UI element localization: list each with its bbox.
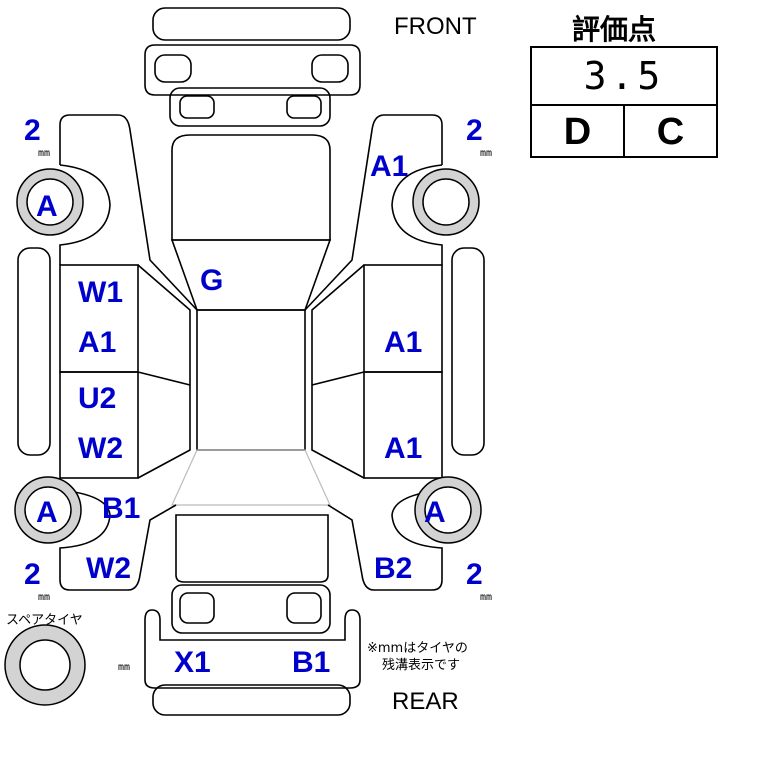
exterior-score: C [656, 110, 685, 153]
front-left-headlight [154, 54, 192, 83]
tire-grade-front-left: A [36, 190, 58, 223]
right-rear-quarter [327, 478, 443, 591]
rear-left-tire [14, 476, 82, 544]
right-pillars [311, 264, 365, 479]
rear-label: REAR [392, 688, 459, 715]
right-front-wheel-arch [391, 164, 443, 265]
front-left-tire [16, 168, 84, 236]
rear-bumper-panel [144, 609, 361, 689]
tire-depth-rear-right: 2 [466, 558, 483, 591]
mm-unit: mm [38, 592, 50, 603]
note-line-1: ※mmはタイヤの [367, 641, 468, 656]
left-sill [17, 247, 51, 456]
front-right-fog [286, 95, 322, 119]
damage-left-rear-quarter-2: W2 [86, 552, 131, 585]
damage-rear-bumper-right: B1 [292, 646, 330, 679]
spare-tire-label: スペアタイヤ [6, 613, 83, 628]
left-front-fender [59, 114, 198, 311]
roof-panel [196, 309, 306, 451]
damage-left-front-door-2: A1 [78, 326, 116, 359]
rear-right-tire [414, 476, 482, 544]
spare-mm-label: mm [118, 662, 130, 673]
windshield-panel [170, 239, 332, 311]
left-pillars [137, 264, 191, 479]
rear-right-light [286, 592, 322, 624]
front-left-fog [179, 95, 215, 119]
mm-unit: mm [38, 148, 50, 159]
front-right-tire [412, 168, 480, 236]
hood-panel [171, 134, 331, 241]
right-front-fender [304, 114, 443, 311]
damage-left-front-door-1: W1 [78, 276, 123, 309]
note-line-2: 残溝表示です [382, 658, 460, 673]
front-lower-panel [169, 87, 331, 127]
rear-bumper-lower [152, 684, 351, 716]
score-title: 評価点 [572, 13, 657, 46]
score-card: 3.5 D C [530, 46, 718, 158]
mm-unit: mm [480, 592, 492, 603]
damage-right-front-door: A1 [384, 326, 422, 359]
tire-grade-rear-right: A [424, 496, 446, 529]
left-front-wheel-arch [59, 164, 111, 265]
rear-lower-panel [171, 584, 331, 634]
interior-score: D [532, 106, 625, 158]
damage-windshield: G [200, 264, 223, 297]
spare-tire [4, 624, 86, 706]
damage-right-rear-quarter: B2 [374, 552, 412, 585]
damage-right-rear-door: A1 [384, 432, 422, 465]
damage-left-rear-door-1: U2 [78, 382, 116, 415]
damage-left-rear-door-2: W2 [78, 432, 123, 465]
tire-grade-rear-left: A [36, 496, 58, 529]
tire-depth-rear-left: 2 [24, 558, 41, 591]
damage-left-rear-quarter-1: B1 [102, 492, 140, 525]
right-rear-door [363, 371, 443, 479]
mm-unit: mm [480, 148, 492, 159]
front-right-headlight [311, 54, 349, 83]
overall-score: 3.5 [532, 48, 716, 106]
rear-window-panel [171, 449, 331, 506]
damage-front-right-fender: A1 [370, 150, 408, 183]
trunk-panel [175, 514, 329, 583]
right-sill [451, 247, 485, 456]
front-grille-panel [144, 44, 361, 96]
damage-rear-bumper-left: X1 [174, 646, 211, 679]
tire-depth-front-left: 2 [24, 114, 41, 147]
front-bumper-panel [152, 7, 351, 41]
left-rear-quarter [59, 478, 177, 591]
left-rear-door [59, 371, 139, 479]
tire-depth-front-right: 2 [466, 114, 483, 147]
front-label: FRONT [394, 13, 477, 40]
rear-left-light [179, 592, 215, 624]
